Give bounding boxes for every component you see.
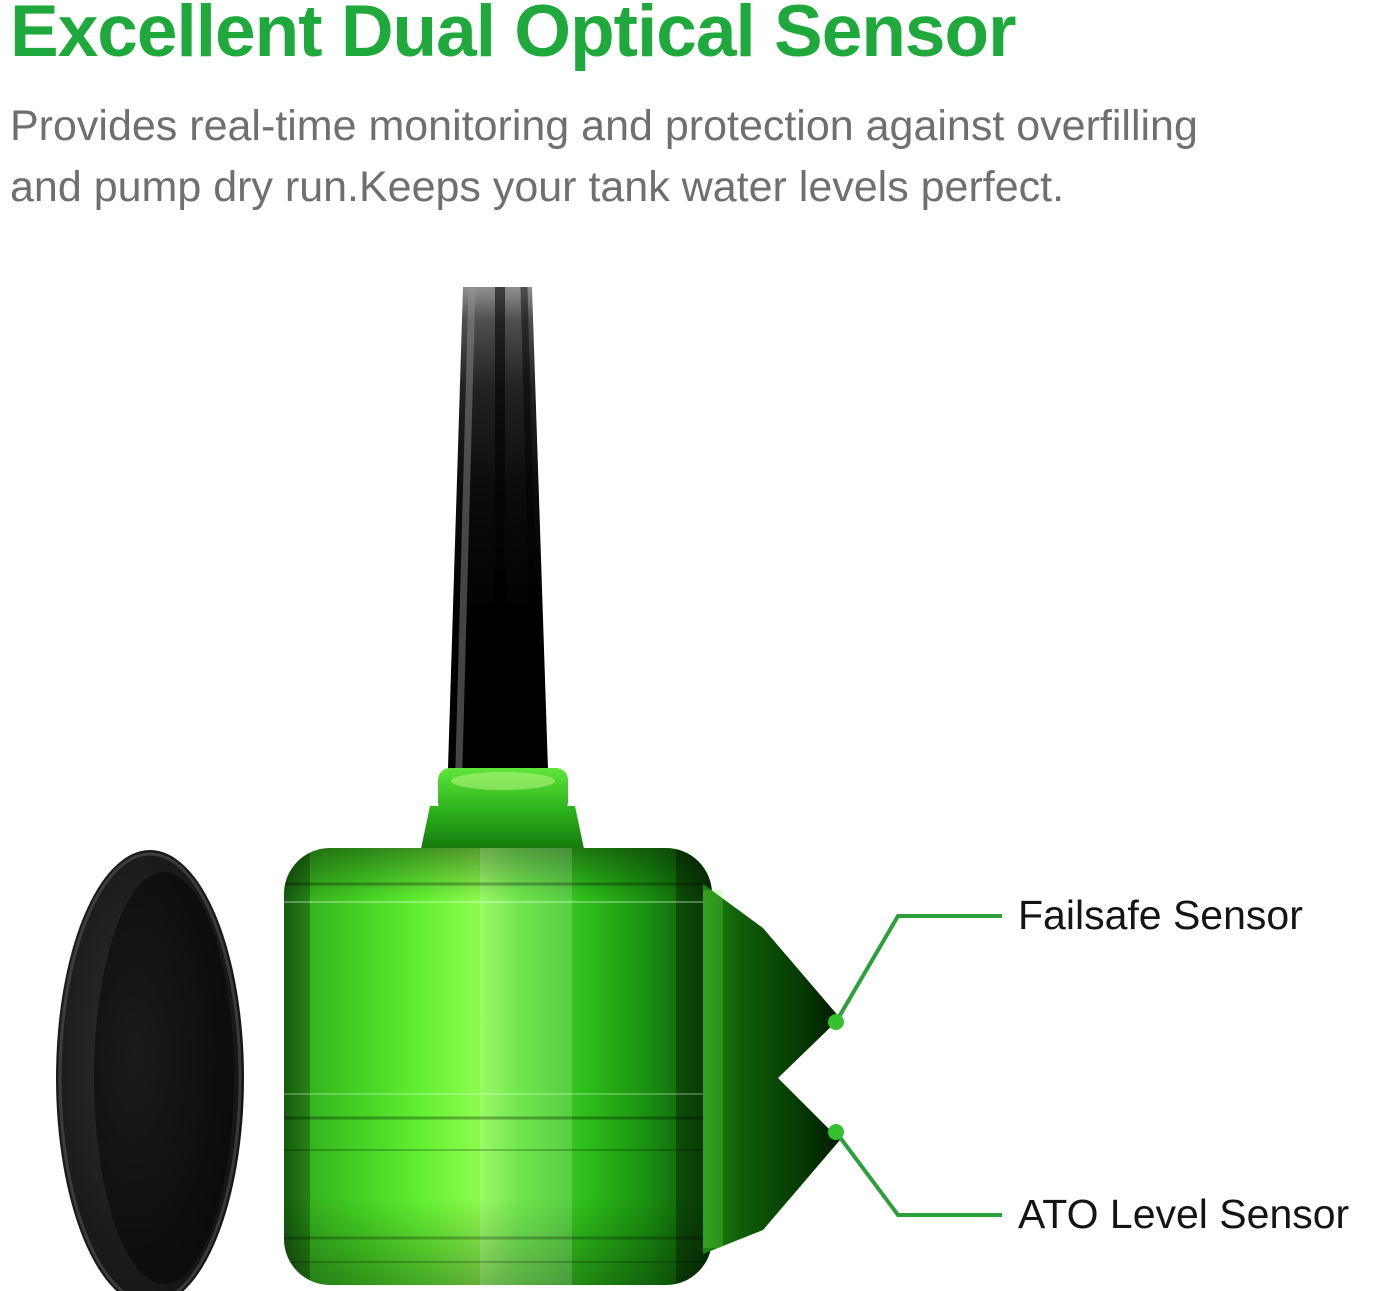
callout-label-ato-level-sensor: ATO Level Sensor bbox=[1018, 1191, 1350, 1237]
callout-line-failsafe bbox=[828, 914, 1002, 1030]
subtitle-line-1: Provides real-time monitoring and protec… bbox=[10, 102, 1198, 150]
cable-gland-icon bbox=[419, 768, 586, 858]
page-subtitle: Provides real-time monitoring and protec… bbox=[10, 96, 1198, 218]
sensor-nozzle bbox=[703, 884, 840, 1254]
sensor-body bbox=[284, 848, 712, 1285]
cable bbox=[447, 286, 549, 801]
subtitle-line-2: and pump dry run.Keeps your tank water l… bbox=[10, 163, 1065, 212]
callout-label-failsafe-sensor: Failsafe Sensor bbox=[1018, 892, 1303, 938]
page-title: Excellent Dual Optical Sensor bbox=[10, 0, 1017, 72]
failsafe-sensor-tip-dot bbox=[828, 1014, 844, 1030]
magnet-disc bbox=[56, 850, 244, 1291]
callout-line-ato bbox=[828, 1124, 1002, 1217]
product-illustration bbox=[56, 286, 1002, 1291]
ato-sensor-tip-dot bbox=[828, 1124, 844, 1140]
